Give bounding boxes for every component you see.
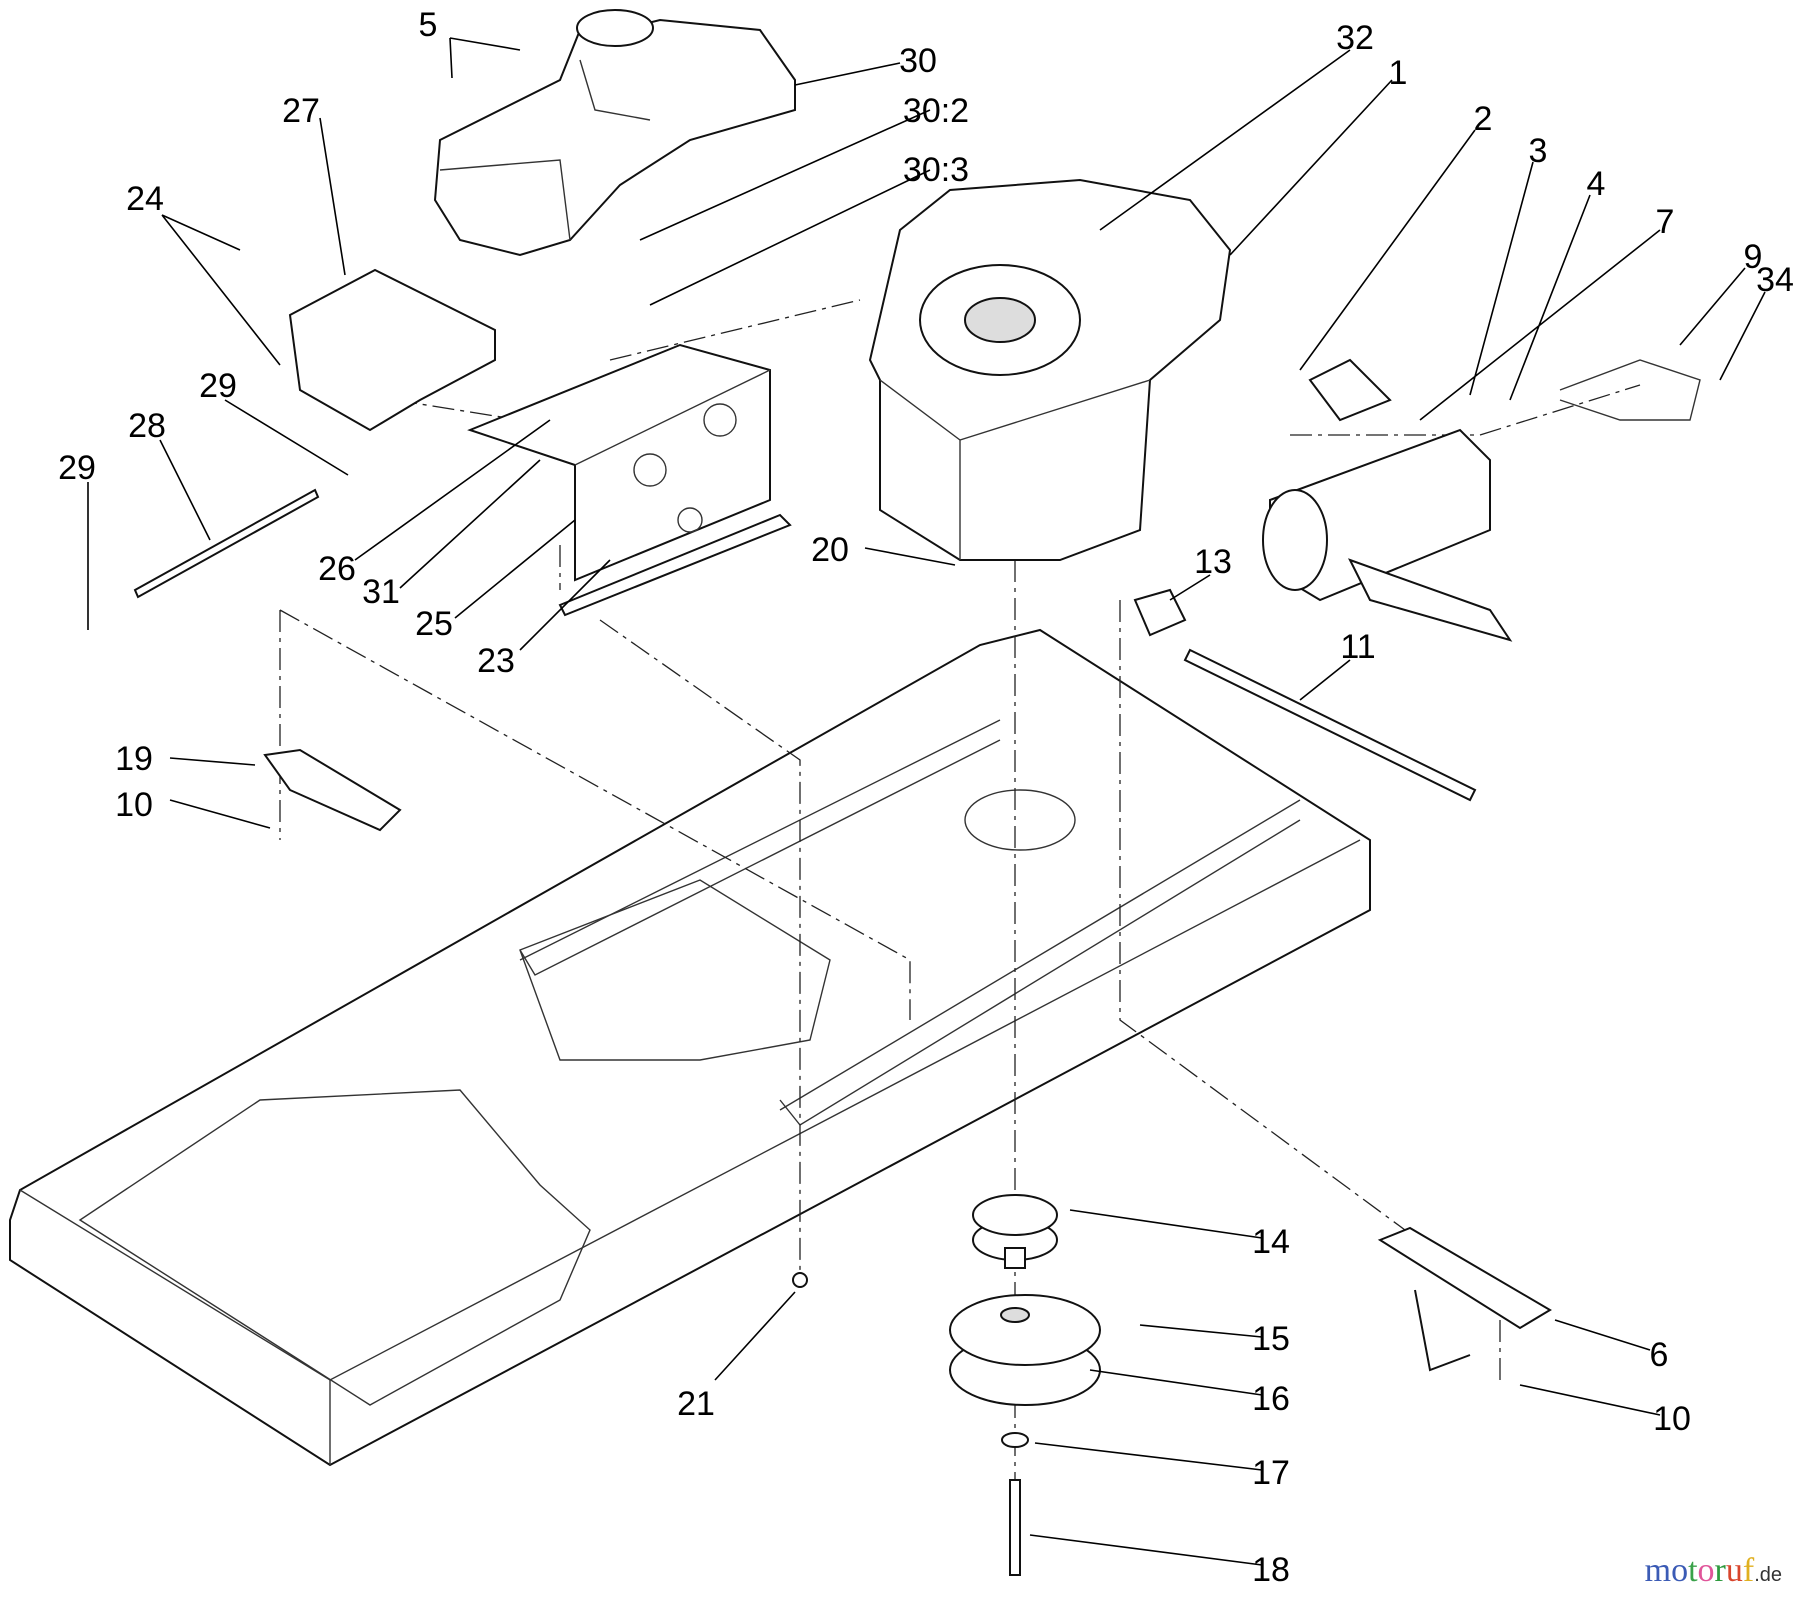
callout-3: 3 [1529,132,1548,170]
rod [133,488,320,599]
fuel-line [1183,648,1477,802]
callout-13: 13 [1194,543,1232,581]
callout-17: 17 [1252,1454,1290,1492]
fuel-tank [433,9,796,257]
logo-letter: r [1714,1552,1726,1589]
callout-29: 29 [199,367,237,405]
logo-letter: u [1725,1552,1743,1589]
callout-29: 29 [58,449,96,487]
callout-30-3: 30:3 [903,151,969,189]
engine [868,178,1232,561]
bracket [263,748,402,832]
callout-18: 18 [1252,1551,1290,1589]
callout-19: 19 [115,740,153,778]
callout-24: 24 [126,180,164,218]
callout-2: 2 [1474,100,1493,138]
callout-15: 15 [1252,1320,1290,1358]
logo-tld: .de [1754,1564,1782,1586]
callout-11: 11 [1340,628,1375,666]
callout-1: 1 [1389,54,1408,92]
callout-10: 10 [115,786,153,824]
logo-letter: t [1688,1552,1698,1589]
engine-pulley [972,1194,1058,1269]
logo-letter: o [1697,1552,1715,1589]
callout-6: 6 [1650,1336,1669,1374]
logo-letter: o [1671,1552,1689,1589]
chassis-frame [9,628,1371,1467]
logo-letter: m [1644,1552,1672,1589]
assembly-lines [279,299,1641,1500]
callout-25: 25 [415,605,453,643]
callout-4: 4 [1587,165,1606,203]
callout-21: 21 [677,1385,715,1423]
muffler [1262,358,1513,642]
callout-14: 14 [1252,1223,1290,1261]
callout-34: 34 [1756,261,1794,299]
callout-20: 20 [811,531,849,569]
callout-32: 32 [1336,19,1374,57]
callout-28: 28 [128,407,166,445]
logo-letter: f [1742,1552,1755,1589]
callout-23: 23 [477,642,515,680]
callout-30: 30 [899,42,937,80]
electric-clutch [949,1294,1101,1406]
callout-10: 10 [1653,1400,1691,1438]
heat-shield [288,268,496,432]
fuel-filter [1133,588,1187,637]
callout-31: 31 [362,573,400,611]
callout-27: 27 [282,92,320,130]
callout-9: 9 [1744,238,1763,276]
washer [1001,1432,1029,1448]
muffler-guard [1559,359,1701,421]
nut [792,1272,808,1288]
mount-bracket [1377,1226,1552,1372]
callout-30-2: 30:2 [903,92,969,130]
engine-bracket [467,343,792,617]
callout-26: 26 [318,550,356,588]
leader-lines [87,37,1766,1566]
motoruf-watermark-logo: motoruf.de [1645,1552,1782,1590]
bolt [1009,1479,1021,1576]
callout-7: 7 [1656,203,1675,241]
callout-16: 16 [1252,1380,1290,1418]
callout-5: 5 [419,6,438,44]
